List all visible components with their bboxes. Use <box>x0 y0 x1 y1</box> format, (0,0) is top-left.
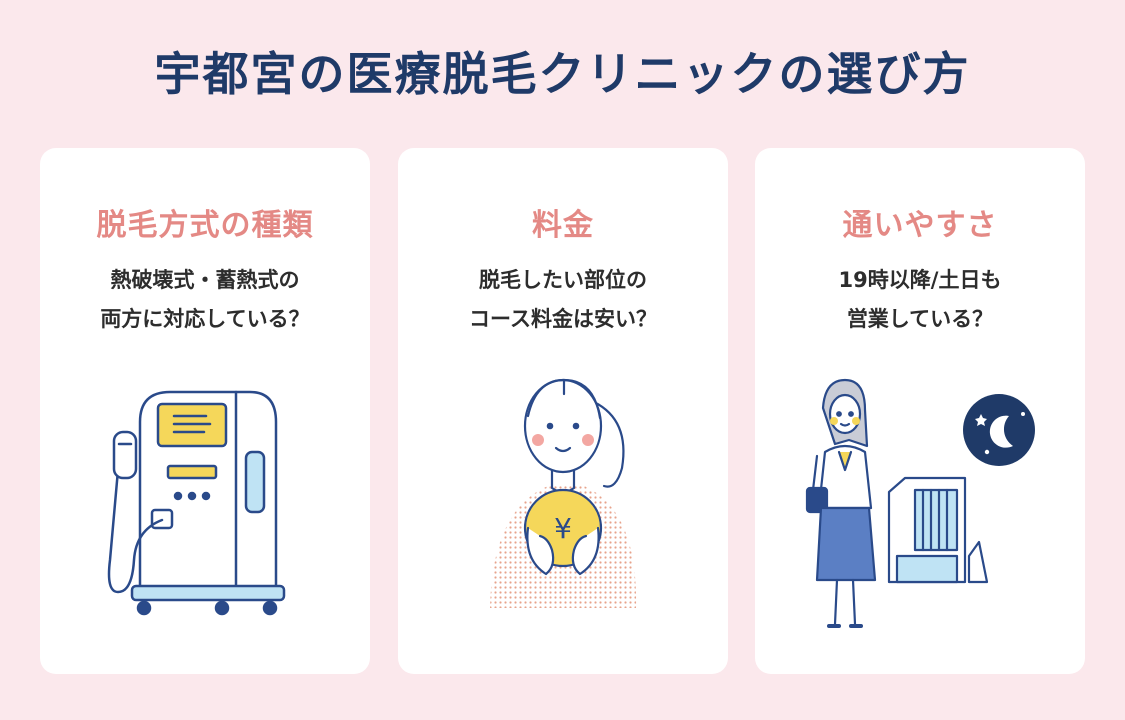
woman-holding-yen-coin-icon: ¥ <box>490 378 637 608</box>
card-question-line: コース料金は安い？ <box>469 307 657 331</box>
card-hair-removal-method: 脱毛方式の種類 熱破壊式・蓄熱式の 両方に対応している？ <box>40 148 370 674</box>
page-title: 宇都宮の医療脱毛クリニックの選び方 <box>154 47 971 101</box>
card-question-line: 脱毛したい部位の <box>479 268 647 292</box>
yen-symbol: ¥ <box>554 512 572 545</box>
card-heading: 通いやすさ <box>842 208 998 243</box>
card-heading: 脱毛方式の種類 <box>96 208 314 243</box>
card-question-line: 営業している？ <box>846 307 994 331</box>
card-question-line: 両方に対応している？ <box>100 307 310 331</box>
card-heading: 料金 <box>532 208 594 243</box>
card-price: 料金 脱毛したい部位の コース料金は安い？ <box>398 148 728 674</box>
laser-machine-icon <box>107 390 286 616</box>
card-question-line: 19時以降/土日も <box>838 268 1002 292</box>
card-question-line: 熱破壊式・蓄熱式の <box>110 268 300 292</box>
card-accessibility: 通いやすさ 19時以降/土日も 営業している？ <box>755 148 1085 674</box>
woman-building-night-icon <box>805 378 1035 628</box>
